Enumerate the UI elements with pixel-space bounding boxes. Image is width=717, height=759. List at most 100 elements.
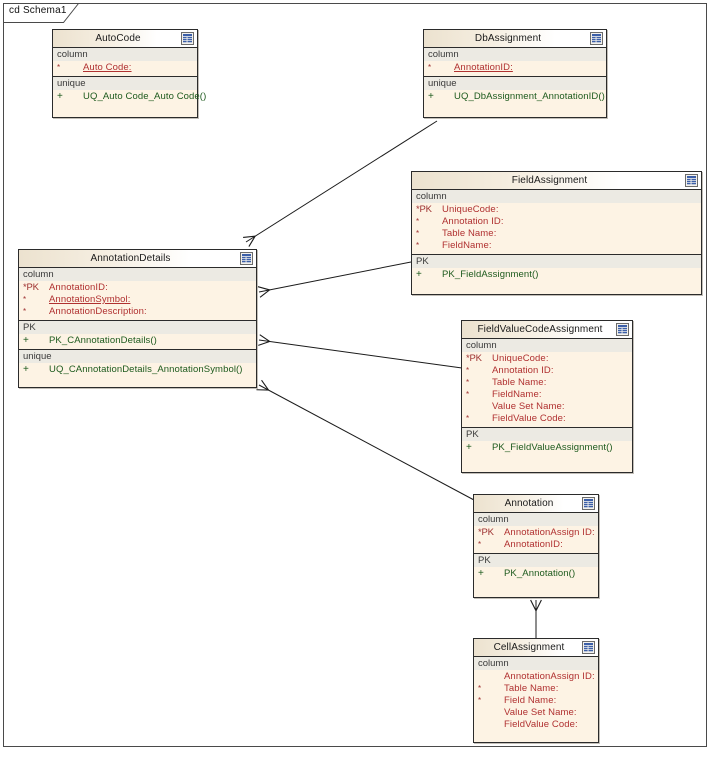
operation-label: PK_CAnnotationDetails() — [49, 335, 157, 346]
compartment-title: unique — [53, 77, 197, 90]
table-icon — [685, 174, 698, 187]
operation-row[interactable]: + PK_FieldAssignment() — [412, 269, 701, 281]
attribute-row[interactable]: *FieldValue Code: — [462, 413, 632, 425]
attribute-row[interactable]: * FieldName: — [462, 389, 632, 401]
class-header-autocode[interactable]: AutoCode — [53, 30, 197, 48]
attribute-row[interactable]: *Auto Code: — [53, 62, 197, 74]
attribute-row[interactable]: Value Set Name: — [474, 707, 598, 719]
compartment-pk: PK+PK_FieldValueAssignment() — [462, 428, 632, 456]
table-icon — [582, 641, 595, 654]
row-marker: + — [57, 91, 63, 102]
compartment-rows: AnnotationAssign ID:*Table Name:*Field N… — [474, 670, 598, 733]
operation-row[interactable]: +UQ_CAnnotationDetails_AnnotationSymbol(… — [19, 364, 256, 376]
class-header-annotationdetails[interactable]: AnnotationDetails — [19, 250, 256, 268]
attribute-row[interactable]: *Field Name: — [474, 695, 598, 707]
table-icon — [181, 32, 194, 45]
compartment-unique: unique+UQ_DbAssignment_AnnotationID() — [424, 77, 606, 105]
row-marker: * — [478, 684, 482, 693]
row-marker: *PK — [478, 527, 494, 538]
row-marker: * — [466, 390, 470, 399]
operation-row[interactable]: +PK_CAnnotationDetails() — [19, 335, 256, 347]
class-header-fieldassignment[interactable]: FieldAssignment — [412, 172, 701, 190]
attribute-row[interactable]: *AnnotationSymbol: — [19, 294, 256, 306]
attribute-row[interactable]: *AnnotationDescription: — [19, 306, 256, 318]
attribute-row[interactable]: *AnnotationID: — [474, 539, 598, 551]
attribute-label: AnnotationSymbol: — [49, 294, 131, 305]
attribute-label: FieldName: — [492, 389, 542, 400]
operation-row[interactable]: +PK_Annotation() — [474, 568, 598, 580]
compartment-rows: +UQ_Auto Code_Auto Code() — [53, 90, 206, 105]
row-marker: * — [466, 414, 470, 423]
connector-dbassignment-annotationdetails[interactable] — [246, 120, 438, 242]
compartment-title: column — [412, 190, 701, 203]
operation-row[interactable]: +UQ_Auto Code_Auto Code() — [53, 91, 206, 103]
operation-label: PK_Annotation() — [504, 568, 576, 579]
operation-label: PK_FieldValueAssignment() — [492, 442, 613, 453]
class-name-label: CellAssignment — [493, 642, 565, 653]
operation-row[interactable]: +UQ_DbAssignment_AnnotationID() — [424, 91, 606, 103]
diagram-frame-tab — [3, 3, 79, 23]
compartment-title: PK — [19, 321, 256, 334]
compartment-title: column — [424, 48, 606, 61]
attribute-label: Annotation ID: — [492, 365, 554, 376]
compartment-pk: PK+PK_FieldAssignment() — [412, 255, 701, 283]
class-name-label: FieldValueCodeAssignment — [477, 324, 603, 335]
compartment-rows: +PK_FieldValueAssignment() — [462, 441, 632, 456]
attribute-row[interactable]: *Table Name: — [474, 683, 598, 695]
attribute-row[interactable]: *Table Name: — [462, 377, 632, 389]
attribute-label: Value Set Name: — [492, 401, 565, 412]
attribute-row[interactable]: Value Set Name: — [462, 401, 632, 413]
attribute-row[interactable]: *FieldName: — [412, 240, 701, 252]
class-header-dbassignment[interactable]: DbAssignment — [424, 30, 606, 48]
class-name-label: FieldAssignment — [511, 175, 588, 186]
table-icon — [590, 32, 603, 45]
attribute-label: UniqueCode: — [442, 204, 499, 215]
class-name-label: AutoCode — [95, 33, 141, 44]
operation-row[interactable]: +PK_FieldValueAssignment() — [462, 442, 632, 454]
attribute-label: AnnotationID: — [49, 282, 108, 293]
attribute-row[interactable]: *Annotation ID: — [412, 216, 701, 228]
attribute-row[interactable]: *Annotation ID: — [462, 365, 632, 377]
attribute-row[interactable]: *AnnotationID: — [424, 62, 606, 74]
compartment-rows: *AnnotationID: — [424, 61, 606, 76]
attribute-label: Annotation ID: — [442, 216, 504, 227]
compartment-title: column — [462, 339, 632, 352]
connector-fieldassignment-annotationdetails[interactable] — [259, 261, 412, 292]
attribute-row[interactable]: FieldValue Code: — [474, 719, 598, 731]
class-header-annotation[interactable]: Annotation — [474, 495, 598, 513]
class-header-cellassignment[interactable]: CellAssignment — [474, 639, 598, 657]
operation-label: PK_FieldAssignment() — [442, 269, 539, 280]
connector-fieldvaluecodeassignment-annotationdetails[interactable] — [259, 340, 463, 369]
attribute-label: Field Name: — [504, 695, 557, 706]
row-marker: + — [23, 364, 29, 375]
row-marker: + — [416, 269, 422, 280]
row-marker: * — [478, 540, 482, 549]
attribute-label: AnnotationAssign ID: — [504, 671, 595, 682]
attribute-label: Value Set Name: — [504, 707, 577, 718]
row-marker: * — [416, 241, 420, 250]
attribute-label: Table Name: — [442, 228, 497, 239]
class-header-fieldvaluecodeassignment[interactable]: FieldValueCodeAssignment — [462, 321, 632, 339]
connector-annotation-annotationdetails[interactable] — [259, 385, 475, 501]
attribute-row[interactable]: *Table Name: — [412, 228, 701, 240]
compartment-title: PK — [462, 428, 632, 441]
compartment-title: column — [474, 657, 598, 670]
attribute-row[interactable]: AnnotationAssign ID: — [474, 671, 598, 683]
